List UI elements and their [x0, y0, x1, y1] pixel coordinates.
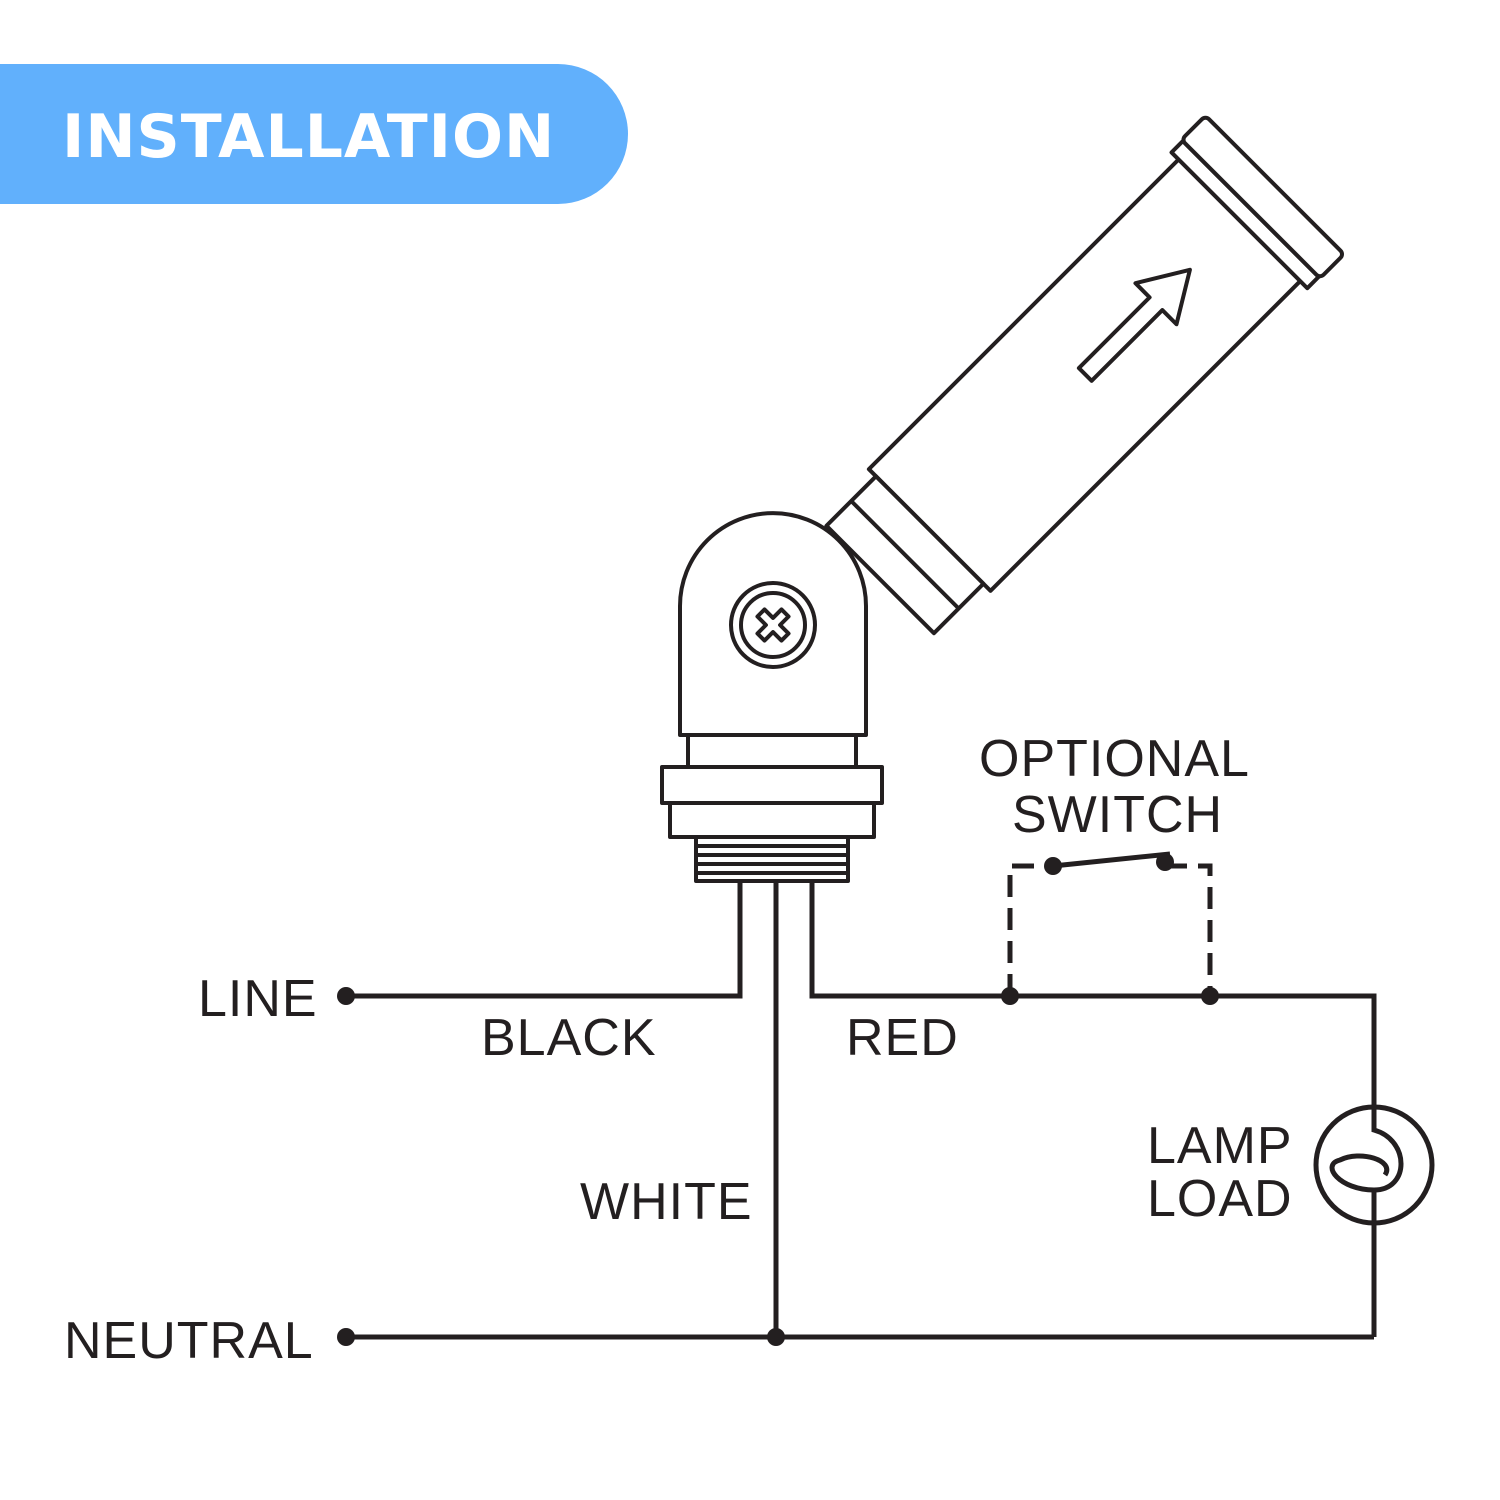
neutral-junction — [767, 1328, 785, 1346]
sensor-head — [824, 115, 1344, 636]
label-white: WHITE — [580, 1173, 753, 1231]
base-lower — [668, 801, 876, 839]
arrow-icon — [1076, 267, 1192, 383]
banner-shape — [0, 64, 628, 204]
collar-split — [849, 499, 961, 610]
label-switch-line2: SWITCH — [1012, 786, 1223, 844]
header-banner: INSTALLATION — [0, 64, 628, 204]
switch-junction-left — [1001, 987, 1019, 1005]
label-black: BLACK — [481, 1009, 657, 1067]
optional-switch — [1007, 851, 1213, 996]
base-neck — [686, 733, 858, 769]
line-terminal — [337, 987, 355, 1005]
photocell-device — [660, 115, 1344, 883]
red-wire — [809, 880, 1377, 1105]
sensor-cap — [1181, 115, 1344, 279]
neutral-terminal — [337, 1328, 355, 1346]
phillips-screw-icon — [729, 581, 817, 669]
label-switch-line1: OPTIONAL — [979, 730, 1250, 788]
label-neutral: NEUTRAL — [64, 1312, 314, 1370]
label-line: LINE — [198, 970, 318, 1028]
label-lamp-line2: LOAD — [1147, 1170, 1293, 1228]
black-wire — [346, 880, 743, 999]
banner-title: INSTALLATION — [62, 102, 555, 172]
lamp-symbol — [1313, 1104, 1435, 1226]
wiring — [337, 851, 1435, 1346]
base-nut — [660, 765, 884, 805]
switch-junction-right — [1201, 987, 1219, 1005]
label-red: RED — [846, 1009, 959, 1067]
threaded-nipple — [694, 835, 850, 883]
label-lamp-line1: LAMP — [1147, 1117, 1293, 1175]
